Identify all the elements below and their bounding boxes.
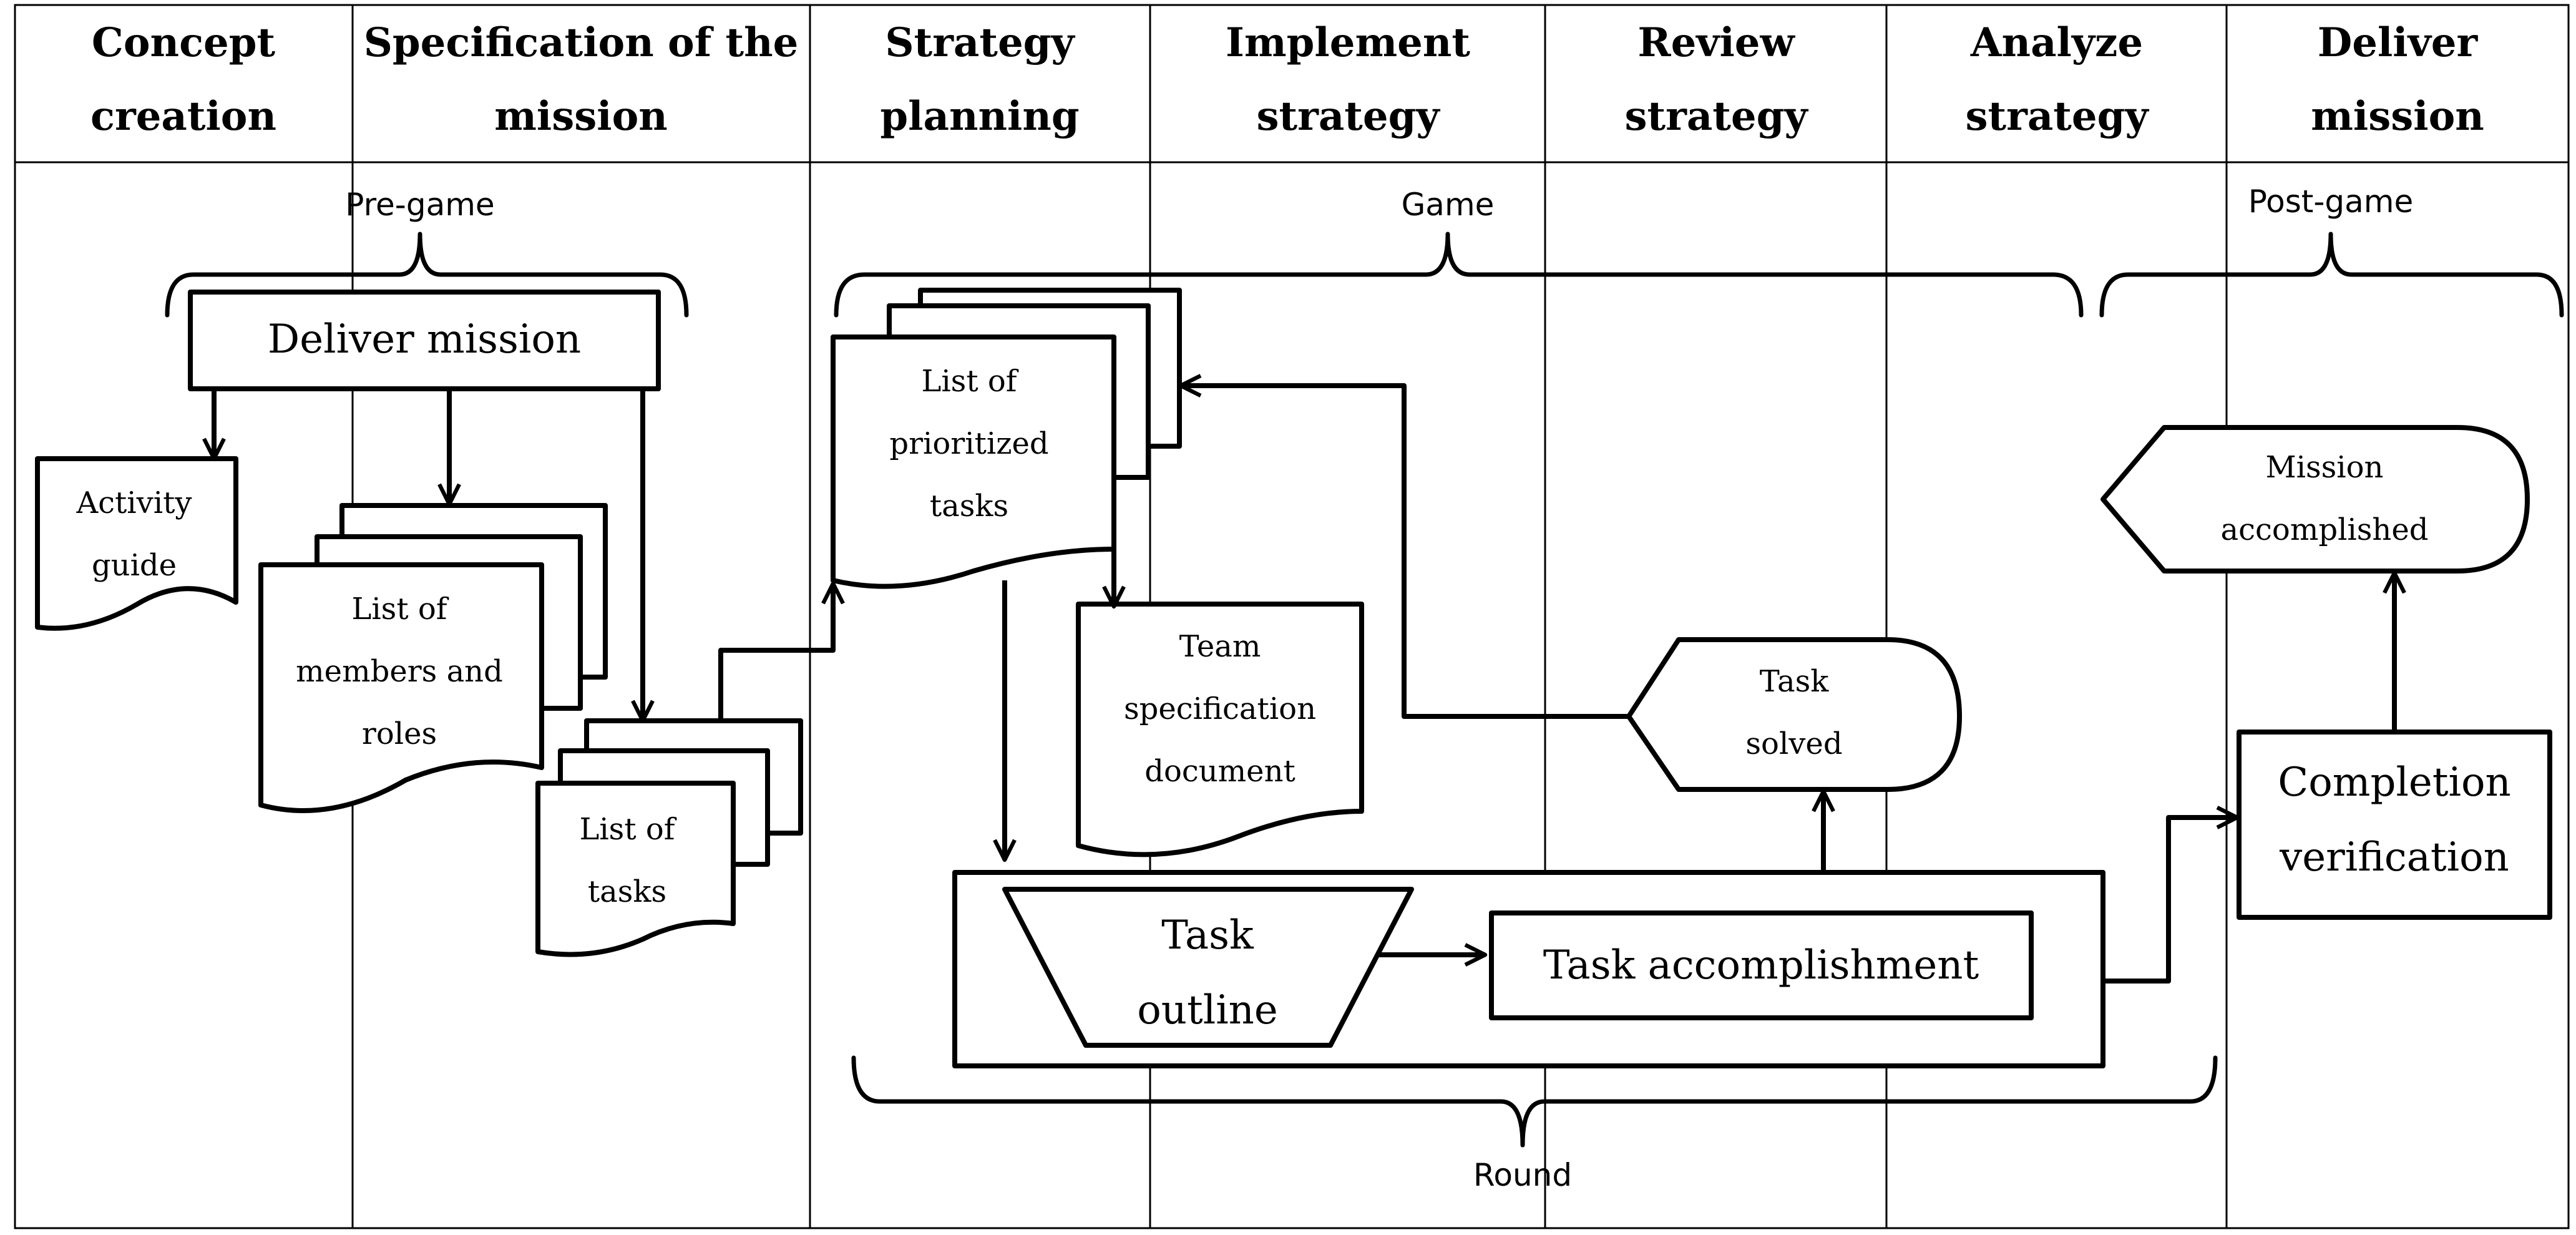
header-line: mission [494, 93, 668, 140]
header-line: Implement [1226, 19, 1470, 66]
header-concept-creation: Concept creation [90, 19, 276, 140]
header-line: mission [2311, 93, 2484, 140]
members-roles-multidocument: List of members and roles [258, 503, 608, 813]
header-line: Concept [92, 19, 276, 66]
phase-label: Game [1402, 187, 1495, 223]
phase-post-game: Post-game [2099, 183, 2564, 318]
node-label: members and [296, 654, 503, 689]
node-label: guide [92, 548, 177, 583]
connectors [202, 374, 2406, 984]
node-label: tasks [588, 874, 666, 909]
header-line: Strategy [885, 19, 1075, 66]
header-line: strategy [1625, 93, 1809, 140]
header-strategy-planning: Strategy planning [880, 19, 1079, 140]
node-label: Mission [2266, 450, 2384, 485]
node-label: Deliver mission [268, 316, 581, 363]
header-deliver-mission: Deliver mission [2311, 19, 2484, 140]
task-solved-display: Task solved [1626, 637, 1962, 792]
phase-round: Round [851, 1055, 2218, 1193]
node-label: Team [1179, 629, 1261, 664]
node-label: outline [1137, 987, 1278, 1033]
node-label: Task [1760, 664, 1830, 699]
phase-label: Pre-game [345, 187, 494, 223]
header-line: Deliver [2318, 19, 2479, 66]
node-label: Completion [2278, 759, 2510, 806]
arrow-task-solved-to-prioritized [1178, 374, 1629, 719]
node-label: List of [579, 812, 676, 847]
node-label: roles [362, 716, 437, 751]
node-label: Task accomplishment [1543, 942, 1979, 988]
pre-game-brace [165, 232, 689, 318]
header-analyze-strategy: Analyze strategy [1966, 19, 2150, 140]
game-brace [834, 232, 2084, 318]
node-label: verification [2279, 834, 2509, 881]
header-line: creation [90, 93, 276, 140]
node-label: tasks [930, 489, 1008, 524]
node-label: accomplished [2221, 512, 2429, 547]
phase-pre-game: Pre-game [165, 187, 689, 318]
node-label: solved [1745, 726, 1842, 761]
node-label: Activity [76, 486, 192, 520]
node-label: document [1144, 754, 1295, 789]
header-line: planning [880, 93, 1079, 140]
team-specification-document: Team specification document [1076, 602, 1364, 857]
header-line: strategy [1966, 93, 2150, 140]
prioritized-tasks-multidocument: List of prioritized tasks [831, 288, 1182, 589]
node-label: prioritized [889, 426, 1048, 461]
header-line: Review [1637, 19, 1795, 66]
deliver-mission-box: Deliver mission [188, 290, 661, 391]
header-line: strategy [1257, 93, 1441, 140]
node-label: Task [1161, 912, 1254, 959]
post-game-brace [2099, 232, 2564, 318]
header-implement-strategy: Implement strategy [1226, 19, 1470, 140]
task-outline-shape: Task outline [1002, 887, 1414, 1048]
round-brace [851, 1055, 2218, 1148]
phase-game: Game [834, 187, 2084, 318]
node-label: specification [1124, 691, 1316, 726]
list-of-tasks-multidocument: List of tasks [535, 718, 803, 957]
completion-verification-box: Completion verification [2237, 730, 2552, 920]
header-line: Analyze [1970, 19, 2143, 66]
activity-guide-document: Activity guide [35, 456, 238, 631]
arrow-round-to-completion [2103, 806, 2240, 984]
phase-label: Post-game [2248, 183, 2414, 220]
header-review-strategy: Review strategy [1625, 19, 1809, 140]
arrow-tasks-to-prioritized [718, 581, 845, 721]
mission-accomplished-display: Mission accomplished [2100, 425, 2530, 574]
column-headers: Concept creation Specification of the mi… [90, 19, 2484, 140]
header-specification: Specification of the mission [364, 19, 799, 140]
node-label: List of [921, 364, 1018, 399]
task-accomplishment-box: Task accomplishment [1489, 910, 2034, 1020]
node-label: List of [351, 592, 449, 627]
phase-label: Round [1473, 1157, 1572, 1193]
header-line: Specification of the [364, 19, 799, 66]
